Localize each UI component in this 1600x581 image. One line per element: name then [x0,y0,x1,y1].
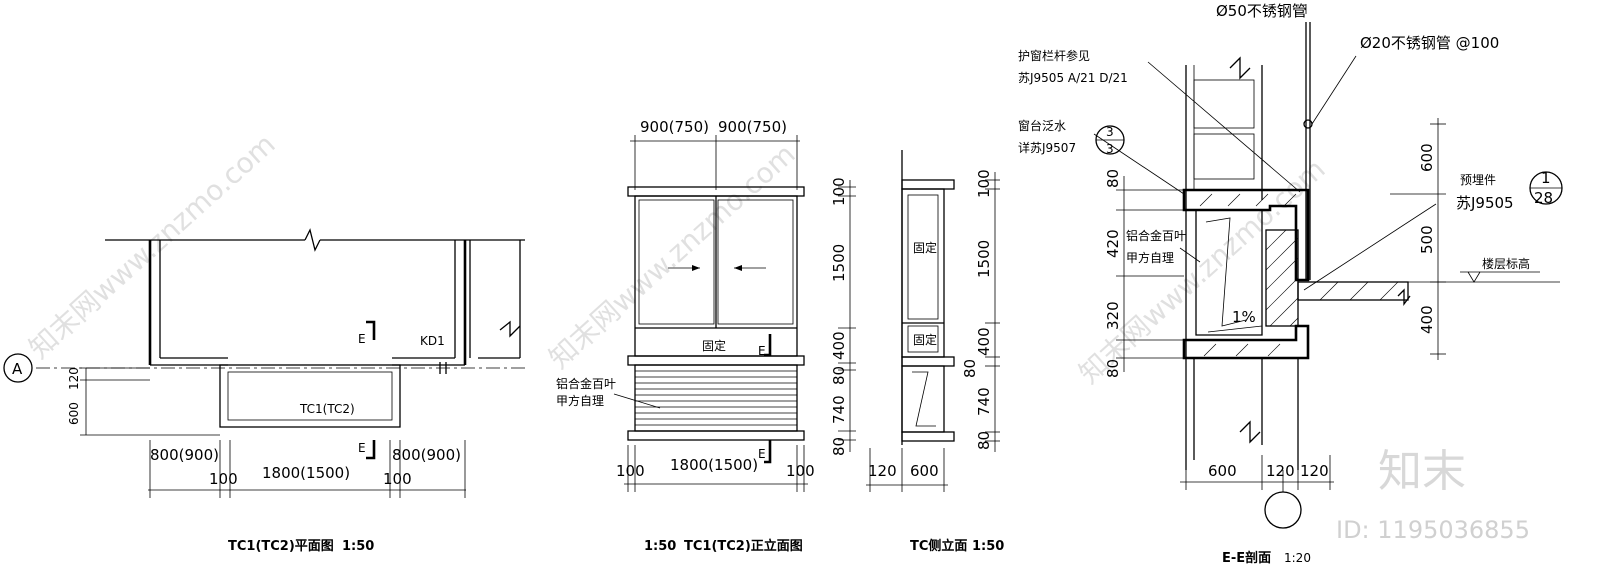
section-rail-ref-2: 苏J9505 A/21 D/21 [1018,71,1128,85]
plan-dim-top-right: 800(900) [392,446,461,464]
front-section-mark-top: E [758,344,766,358]
section-view: 1% Ø50不锈钢管 Ø20不锈钢管 @100 护窗栏杆参见 苏J9505 A/… [1018,2,1563,566]
section-dim-right-2: 500 [1418,225,1436,254]
section-embed-bubble-bottom: 28 [1534,189,1553,207]
section-louver-note-1: 铝合金百叶 [1126,228,1186,243]
front-dim-right-1: 100 [830,177,848,206]
section-dim-right-1: 600 [1418,143,1436,172]
plan-dim-bottom-1: 100 [209,470,238,488]
side-title: TC侧立面 [910,538,967,554]
section-pipe-large-note: Ø50不锈钢管 [1216,2,1307,20]
front-louver-note-1: 铝合金百叶 [556,376,616,391]
front-dim-bottom-1: 100 [616,462,645,480]
side-dim-bottom-1: 120 [868,462,897,480]
section-floor-label: 楼层标高 [1482,256,1530,271]
section-dim-bottom-2: 120 [1266,462,1295,480]
watermark-brand: 知末 [1378,446,1466,497]
section-embed-ref-2: 苏J9505 [1456,194,1514,212]
side-elevation: 固定 固定 100 1500 400 80 740 80 120 600 TC侧… [866,150,1004,554]
plan-dim-top-left: 800(900) [150,446,219,464]
section-dim-left-2: 420 [1104,229,1122,258]
plan-dim-bottom-3: 100 [383,470,412,488]
front-louver-note-2: 甲方自理 [556,393,604,408]
plan-section-mark-top: E [358,332,366,346]
section-dim-right-3: 400 [1418,305,1436,334]
plan-dim-bottom-2: 1800(1500) [262,464,350,482]
section-dim-left-1: 80 [1104,169,1122,188]
front-scale: 1:50 [644,539,676,554]
side-fixed-label-1: 固定 [913,240,937,255]
front-title: TC1(TC2)正立面图 [684,538,803,554]
section-hatching [1265,229,1299,327]
front-section-mark-bottom: E [758,447,766,461]
plan-title: TC1(TC2)平面图 [228,539,334,554]
section-slope: 1% [1232,308,1256,326]
section-sill-ref-2: 详苏J9507 [1018,140,1076,155]
plan-view: A KD1 TC1(TC2) E E 120 600 800(900) 800(… [3,228,525,554]
front-dim-right-5: 740 [830,395,848,424]
watermark-diagonal-1: 知末网www.znzmo.com [23,127,282,365]
side-scale: 1:50 [972,539,1004,554]
front-elevation: 900(750) 900(750) 固定 铝合金百叶 [556,118,856,554]
section-dim-bottom-3: 120 [1300,462,1329,480]
side-dim-right-2: 1500 [975,240,993,278]
axis-bubble-a [3,353,33,383]
plan-kd-label: KD1 [420,334,445,348]
axis-label-a: A [12,360,23,378]
section-embed-ref-1: 预埋件 [1460,173,1496,187]
side-dim-right-1: 100 [975,169,993,198]
front-dim-top-right: 900(750) [718,118,787,136]
plan-dim-left-2: 600 [67,402,81,425]
side-fixed-label-2: 固定 [913,332,937,347]
plan-section-mark-bottom: E [358,441,366,455]
section-rail-ref-1: 护窗栏杆参见 [1018,48,1090,63]
watermark-id: ID: 1195036855 [1336,516,1530,544]
side-dim-right-3: 400 [975,327,993,356]
front-dim-right-2: 1500 [830,244,848,282]
side-dim-right-6: 80 [975,431,993,450]
section-louver-note-2: 甲方自理 [1126,250,1174,265]
section-embed-bubble-top: 1 [1541,169,1551,187]
plan-dim-left-1: 120 [67,367,81,390]
section-sill-bubble-top: 3 [1106,125,1114,139]
front-fixed-label: 固定 [702,338,726,353]
section-marker-circle [1264,491,1302,529]
section-pipe-small [1303,119,1313,129]
side-dim-bottom-2: 600 [910,462,939,480]
front-dim-top-left: 900(750) [640,118,709,136]
plan-window-label: TC1(TC2) [299,402,355,416]
front-dim-bottom-3: 100 [786,462,815,480]
section-sill-ref-1: 窗台泛水 [1018,118,1066,133]
section-dim-bottom-1: 600 [1208,462,1237,480]
front-dim-right-6: 80 [830,437,848,456]
section-dim-left-4: 80 [1104,359,1122,378]
front-louver [635,370,797,426]
section-title: E-E剖面 [1222,550,1271,566]
front-dim-right-3: 400 [830,331,848,360]
section-scale: 1:20 [1284,551,1311,565]
plan-scale: 1:50 [342,539,374,554]
front-dim-bottom-2: 1800(1500) [670,456,758,474]
side-dim-right-4: 80 [961,359,979,378]
section-pipe-small-note: Ø20不锈钢管 @100 [1360,34,1499,52]
section-dim-left-3: 320 [1104,301,1122,330]
front-dim-right-4: 80 [830,366,848,385]
watermark-diagonal-2: 知末网www.znzmo.com [543,137,802,375]
section-sill-bubble-bottom: 3 [1106,142,1114,156]
side-dim-right-5: 740 [975,387,993,416]
